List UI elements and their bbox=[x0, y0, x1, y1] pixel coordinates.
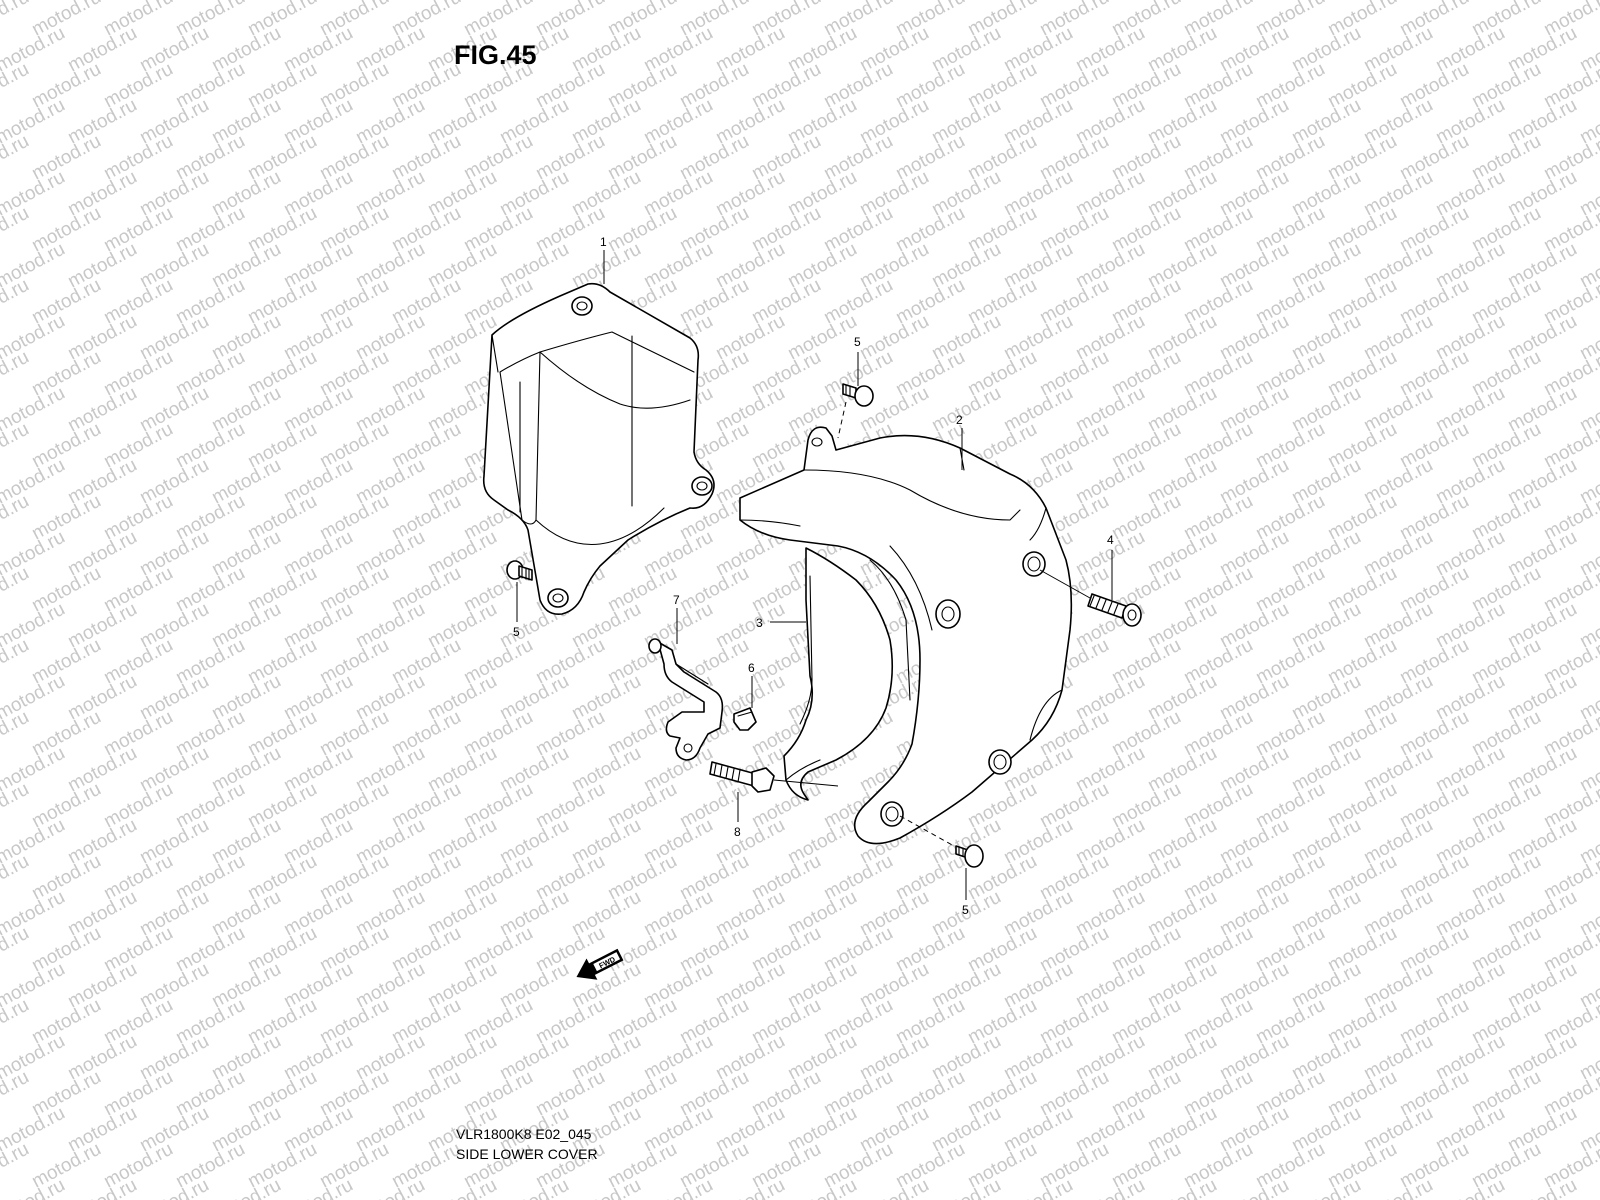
fwd-arrow-icon: FWD bbox=[576, 948, 624, 980]
callout-3: 3 bbox=[756, 616, 763, 630]
leader-8-axis bbox=[773, 779, 839, 787]
part-3-bracket[interactable] bbox=[783, 547, 894, 801]
leader-4-axis bbox=[1039, 569, 1091, 599]
part-6-clip[interactable] bbox=[733, 707, 757, 731]
callout-4: 4 bbox=[1107, 533, 1114, 547]
leader-dashed-5b bbox=[837, 401, 847, 439]
callout-2: 2 bbox=[956, 413, 963, 427]
callout-1: 1 bbox=[600, 235, 607, 249]
callout-6: 6 bbox=[748, 661, 755, 675]
leader-dashed-5c bbox=[899, 815, 955, 847]
part-8-bolt[interactable] bbox=[709, 761, 775, 793]
callout-5c: 5 bbox=[962, 903, 969, 917]
part-4-bolt[interactable] bbox=[1087, 593, 1142, 627]
callout-5a: 5 bbox=[513, 625, 520, 639]
part-7-stay[interactable] bbox=[648, 638, 724, 761]
part-5b-screw[interactable] bbox=[842, 383, 874, 407]
part-5c-screw[interactable] bbox=[955, 844, 984, 868]
part-5a-screw[interactable] bbox=[506, 560, 533, 581]
callout-7: 7 bbox=[673, 593, 680, 607]
part-1-cover[interactable] bbox=[482, 282, 715, 616]
diagram-description: SIDE LOWER COVER bbox=[456, 1146, 598, 1162]
model-code: VLR1800K8 E02_045 bbox=[456, 1126, 592, 1142]
figure-title: FIG.45 bbox=[454, 40, 537, 70]
callout-8: 8 bbox=[734, 825, 741, 839]
callout-5b: 5 bbox=[854, 335, 861, 349]
part-2-cover[interactable] bbox=[739, 426, 1073, 845]
